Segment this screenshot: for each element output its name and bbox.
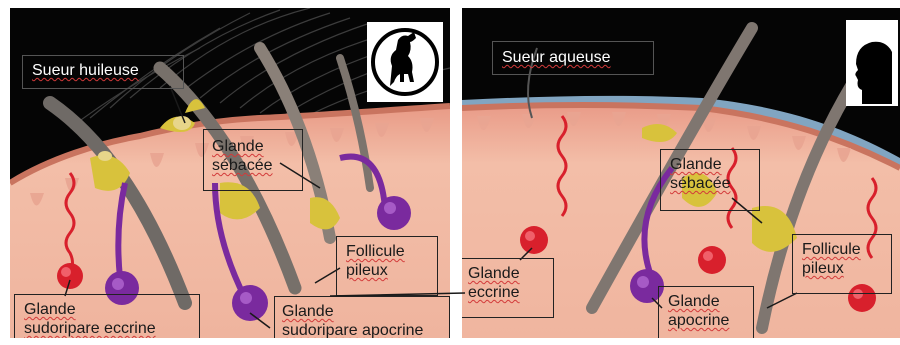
connector-lines bbox=[0, 0, 900, 345]
diagram-stage: Sueur huileuse Glande sébacée Follicule … bbox=[0, 0, 900, 345]
